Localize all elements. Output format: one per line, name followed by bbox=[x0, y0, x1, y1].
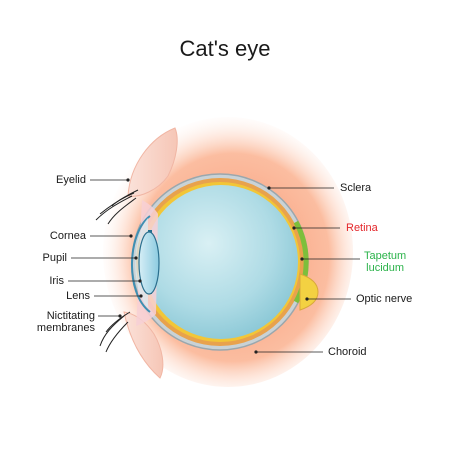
label-nictitating-line2: membranes bbox=[36, 322, 95, 334]
vitreous-body bbox=[144, 185, 298, 339]
label-nictitating-membranes: Nictitating membranes bbox=[37, 310, 95, 334]
upper-eyelashes bbox=[95, 189, 139, 225]
leader-lines bbox=[68, 179, 360, 353]
diagram-title: Cat's eye bbox=[179, 36, 271, 61]
label-nictitating-line1: Nictitating bbox=[46, 310, 95, 322]
lower-eyelashes bbox=[99, 311, 131, 353]
label-cornea: Cornea bbox=[49, 230, 86, 242]
label-sclera: Sclera bbox=[340, 182, 372, 194]
lens bbox=[138, 231, 160, 295]
leader-dots bbox=[118, 178, 309, 354]
label-retina: Retina bbox=[346, 222, 378, 234]
label-tapetum-line1: Tapetum bbox=[364, 250, 407, 262]
upper-eyelid bbox=[127, 127, 178, 197]
optic-nerve bbox=[299, 273, 319, 311]
label-tapetum-lucidum: Tapetum lucidum bbox=[364, 250, 406, 274]
label-iris: Iris bbox=[49, 275, 64, 287]
label-tapetum-line2: lucidum bbox=[366, 262, 405, 274]
label-optic-nerve: Optic nerve bbox=[356, 293, 413, 305]
label-lens: Lens bbox=[66, 290, 90, 302]
label-pupil: Pupil bbox=[42, 252, 67, 264]
label-choroid: Choroid bbox=[328, 346, 367, 358]
cornea bbox=[131, 215, 151, 313]
label-eyelid: Eyelid bbox=[56, 174, 86, 186]
